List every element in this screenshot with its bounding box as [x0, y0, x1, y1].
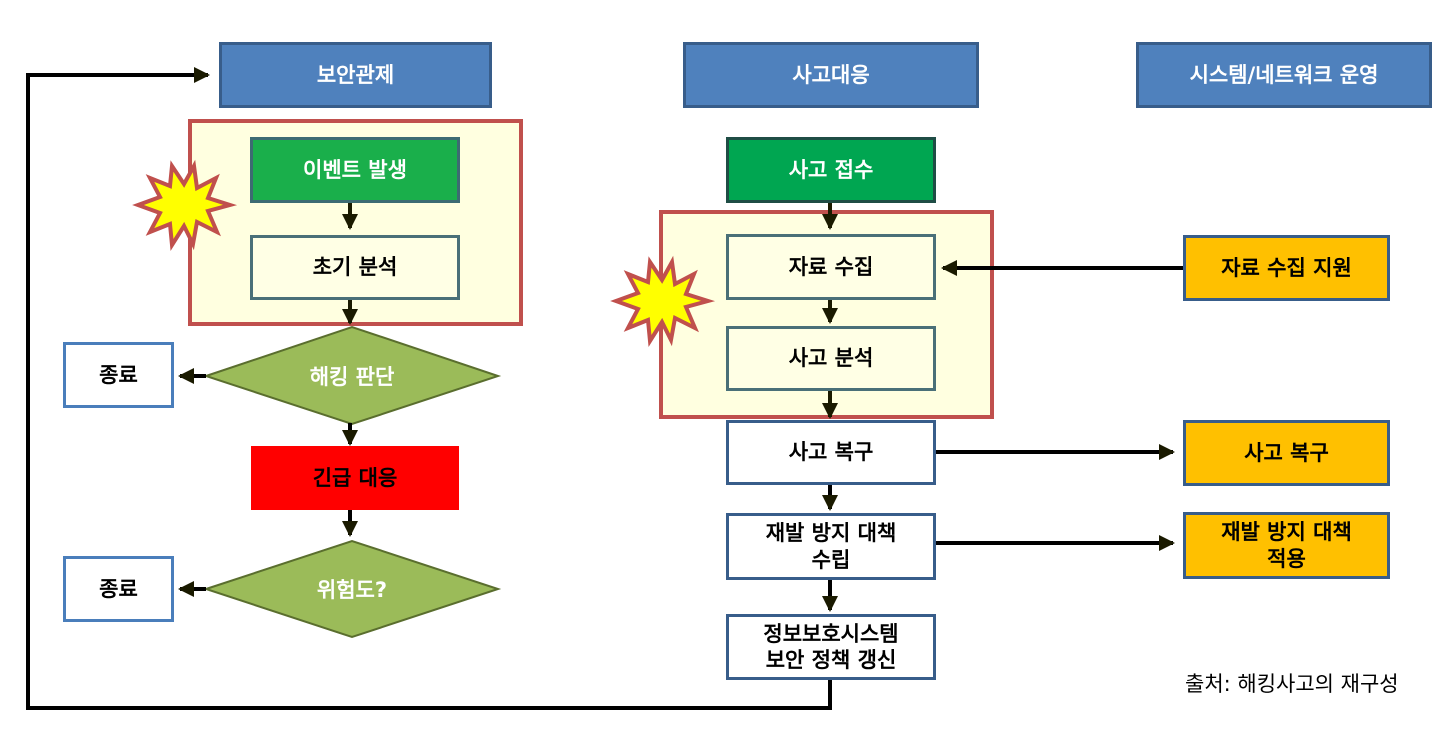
data-collection-box: 자료 수집: [726, 234, 936, 300]
hacking-decision-diamond: [202, 325, 502, 426]
prevention-plan-line2: 수립: [811, 547, 851, 572]
header-system-network-operation: 시스템/네트워크 운영: [1136, 42, 1432, 108]
prevention-plan-box: 재발 방지 대책 수립: [726, 513, 936, 580]
policy-update-line1: 정보보호시스템: [763, 621, 899, 646]
incident-receipt-box: 사고 접수: [726, 137, 936, 203]
data-collection-support-box: 자료 수집 지원: [1183, 235, 1390, 301]
header-security-monitoring: 보안관제: [219, 42, 492, 108]
prevention-apply-line2: 적용: [1267, 546, 1306, 571]
risk-level-diamond: [202, 539, 502, 639]
event-occurrence-box: 이벤트 발생: [250, 137, 460, 203]
end-box: 종료: [63, 342, 174, 408]
prevention-apply-box: 재발 방지 대책 적용: [1183, 512, 1390, 579]
hacking-decision-label: 해킹 판단: [309, 365, 395, 389]
prevention-plan-line1: 재발 방지 대책: [765, 521, 897, 546]
end-box: 종료: [63, 556, 174, 622]
risk-level-label: 위험도?: [316, 578, 388, 602]
explosion-burst-icon: [610, 255, 716, 348]
header-incident-response: 사고대응: [683, 42, 979, 108]
feedback-loop-arrow: [26, 67, 832, 710]
incident-analysis-box: 사고 분석: [726, 326, 936, 391]
policy-update-box: 정보보호시스템 보안 정책 갱신: [726, 614, 936, 680]
incident-recovery-box: 사고 복구: [726, 420, 936, 485]
policy-update-line2: 보안 정책 갱신: [765, 648, 897, 672]
explosion-burst-icon: [132, 159, 238, 252]
prevention-apply-line1: 재발 방지 대책: [1221, 520, 1352, 545]
emergency-response-box: 긴급 대응: [251, 446, 459, 510]
incident-recovery-ops-box: 사고 복구: [1183, 420, 1390, 486]
source-caption: 출처: 해킹사고의 재구성: [1185, 672, 1399, 696]
initial-analysis-box: 초기 분석: [250, 235, 460, 300]
